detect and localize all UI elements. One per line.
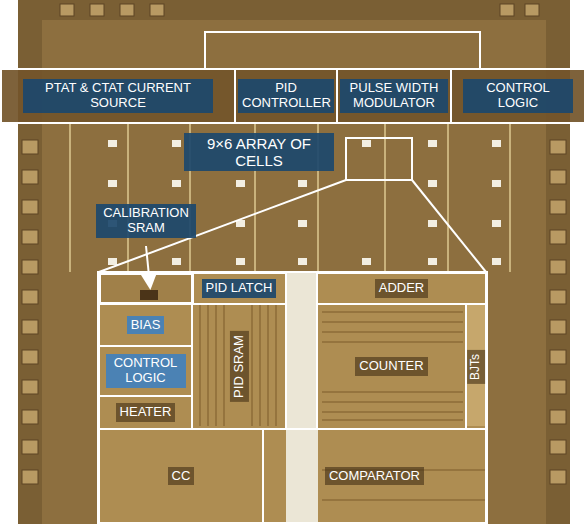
- region-tag: 9×6 ARRAY OF CELLS: [176, 128, 342, 176]
- leader-arrow: [146, 246, 150, 286]
- block-band: PID CONTROLLER: [234, 68, 338, 124]
- block-label: COMPARATOR: [325, 467, 424, 486]
- block-label: PID LATCH: [202, 279, 277, 298]
- block-label: CALIBRATION SRAM: [96, 204, 196, 238]
- array-columns: [70, 124, 510, 272]
- inset-outline: [98, 272, 487, 524]
- inset-block: HEATER: [98, 395, 193, 430]
- block-band: CONTROL LOGIC: [450, 68, 586, 124]
- inset-block: CC: [98, 428, 264, 524]
- metal-strip: [286, 272, 318, 524]
- inset-block: ADDER: [316, 272, 487, 305]
- block-label: CONTROL LOGIC: [463, 79, 573, 113]
- block-label: PID CONTROLLER: [238, 79, 334, 113]
- inset-block: PID LATCH: [191, 272, 287, 305]
- block-label: 9×6 ARRAY OF CELLS: [184, 133, 334, 172]
- block-label: CC: [168, 467, 195, 486]
- block-label: ADDER: [375, 279, 429, 298]
- inset-block: PID SRAM: [191, 303, 287, 430]
- inset-block: COUNTER: [316, 303, 467, 430]
- block-label: CONTROL LOGIC: [106, 354, 186, 388]
- block-band: PTAT & CTAT CURRENT SOURCE: [0, 68, 236, 124]
- inset-block: CONTROL LOGIC: [98, 345, 193, 397]
- inset-photo: [98, 272, 487, 524]
- calibration-sram-area: [100, 274, 193, 303]
- zoom-line: [412, 180, 486, 272]
- block-label: PID SRAM: [230, 331, 249, 402]
- sram-block: [140, 290, 158, 300]
- zoom-square: [346, 138, 412, 180]
- bjt-area: [467, 305, 485, 426]
- inset-block: BJTs: [465, 303, 487, 430]
- block-label: BJTs: [467, 349, 485, 383]
- counter-stripes: [322, 312, 485, 500]
- region-tag: CALIBRATION SRAM: [94, 198, 198, 244]
- bracket-outline: [205, 32, 480, 68]
- block-band: PULSE WIDTH MODULATOR: [336, 68, 452, 124]
- inset-block: BIAS: [98, 303, 193, 347]
- block-label: HEATER: [116, 403, 176, 422]
- sram-stripes: [200, 305, 276, 426]
- block-label: PULSE WIDTH MODULATOR: [340, 79, 448, 113]
- block-label: BIAS: [127, 316, 165, 335]
- block-label: COUNTER: [355, 357, 427, 376]
- inset-block: COMPARATOR: [262, 428, 487, 524]
- block-label: PTAT & CTAT CURRENT SOURCE: [23, 79, 213, 113]
